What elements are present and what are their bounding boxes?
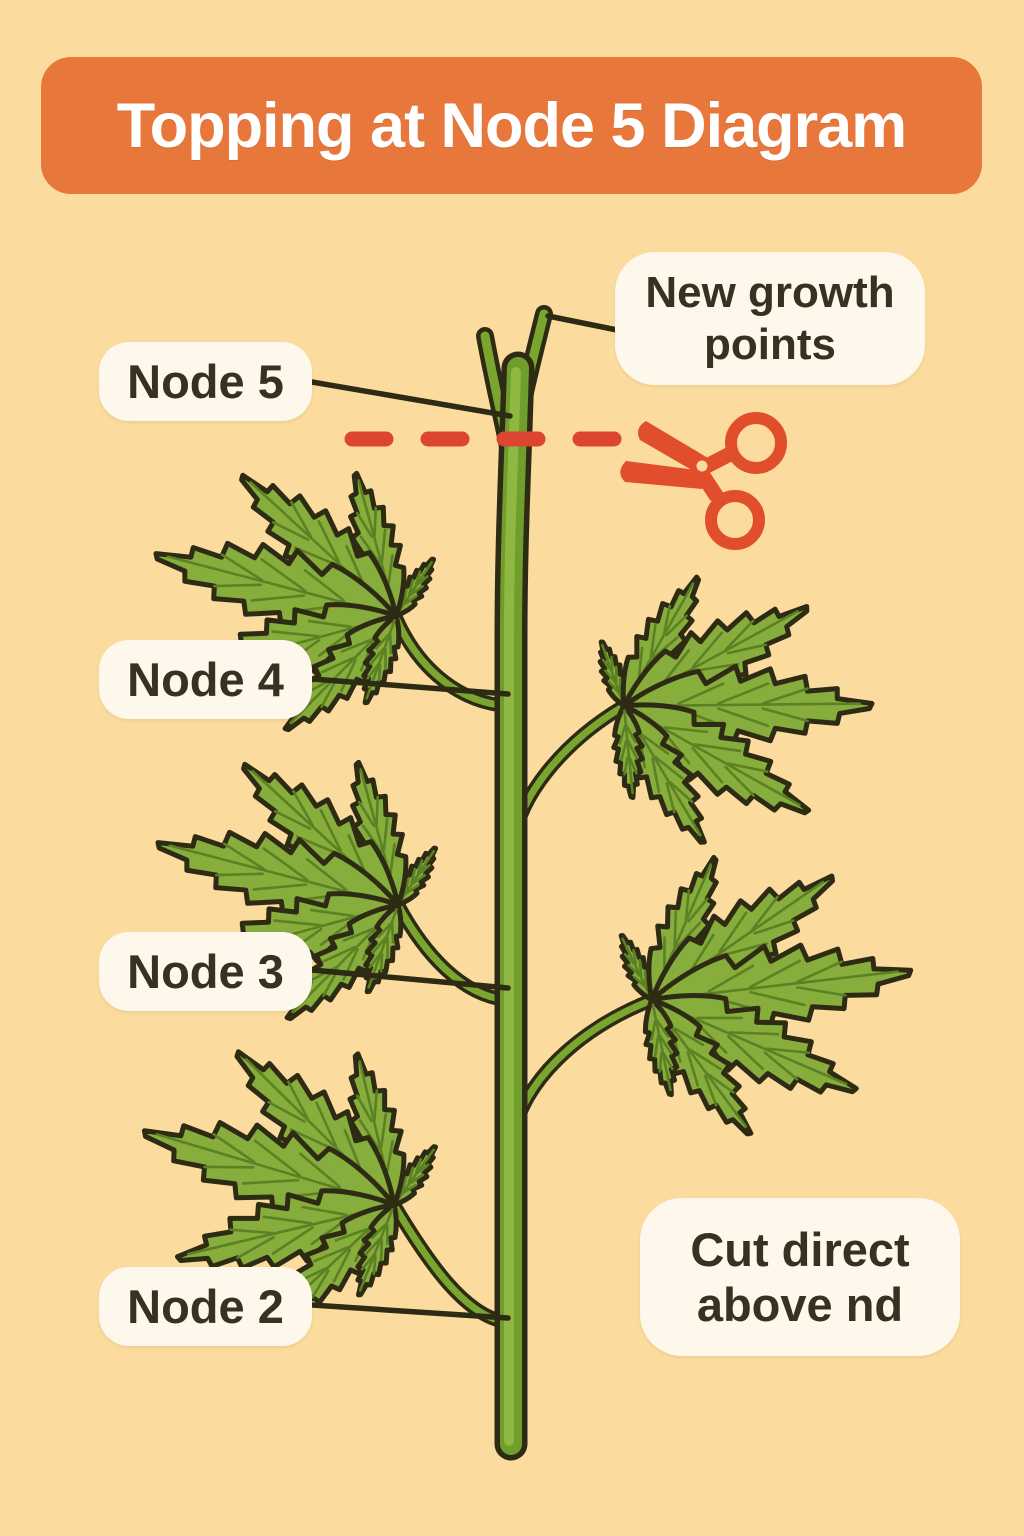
label-node4-text: Node 4	[127, 653, 284, 706]
label-cut-note: Cut direct above nd	[640, 1198, 960, 1356]
branch-node3-left	[391, 898, 513, 1007]
pointer-node4	[309, 676, 511, 697]
label-node3-text: Node 3	[127, 945, 284, 998]
branch-node4-left	[389, 611, 515, 713]
pointer-lines	[309, 313, 625, 1321]
pointer-node2	[309, 1302, 511, 1321]
label-node3: Node 3	[99, 932, 312, 1011]
main-stem	[494, 351, 535, 1461]
branch-node3-right	[507, 993, 659, 1142]
label-node5: Node 5	[99, 342, 312, 421]
label-new-growth-text: New growth points	[645, 267, 895, 369]
branch-node2-left	[387, 1198, 513, 1329]
leaf-node3-right	[611, 848, 915, 1149]
leaf-node4-right	[571, 558, 889, 873]
title-banner: Topping at Node 5 Diagram	[41, 57, 982, 194]
label-node2: Node 2	[99, 1267, 312, 1346]
label-cut-note-text: Cut direct above nd	[690, 1222, 910, 1331]
page-title: Topping at Node 5 Diagram	[116, 90, 907, 161]
label-node5-text: Node 5	[127, 355, 284, 408]
scissors-icon	[620, 412, 787, 550]
branch-node4-right	[507, 699, 631, 847]
label-node4: Node 4	[99, 640, 312, 719]
pointer-new-growth	[545, 313, 625, 334]
pointer-node3	[309, 967, 511, 991]
pointer-node5	[309, 379, 513, 419]
label-new-growth: New growth points	[615, 252, 925, 385]
label-node2-text: Node 2	[127, 1280, 284, 1333]
